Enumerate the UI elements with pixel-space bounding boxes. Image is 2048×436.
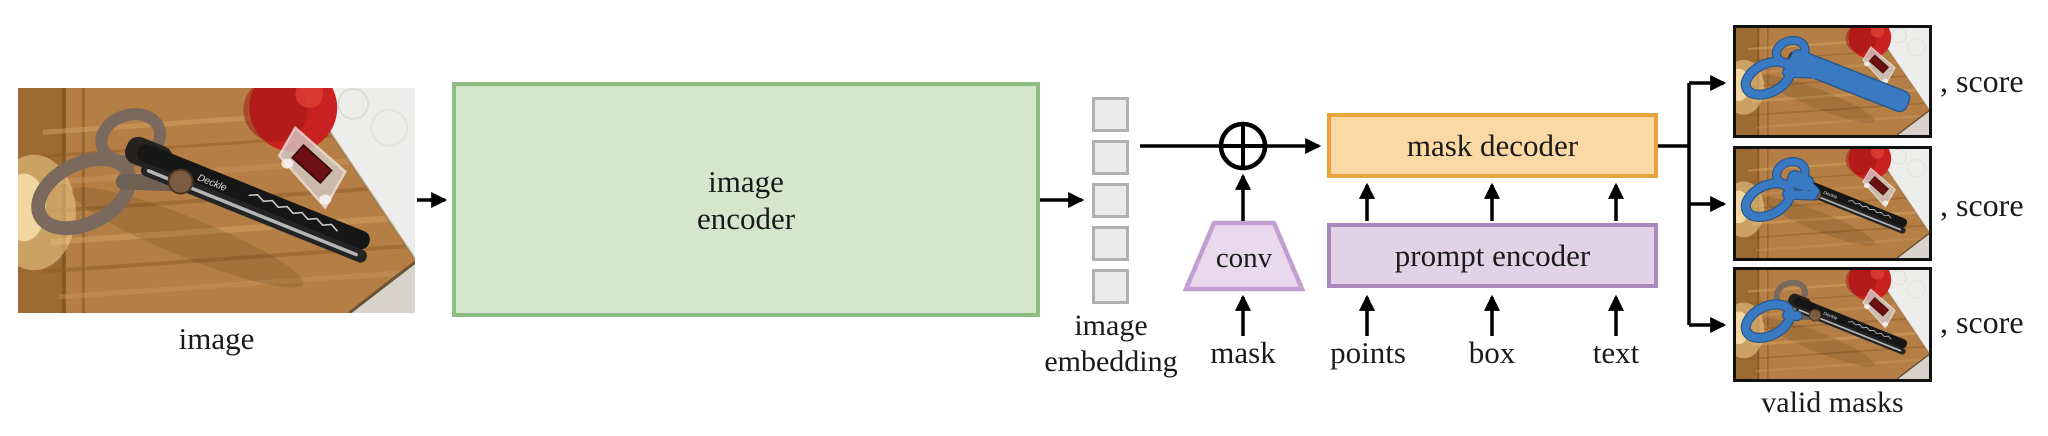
prompt-encoder-box: prompt encoder: [1327, 223, 1658, 288]
mask-decoder-label: mask decoder: [1406, 128, 1579, 163]
prompt-text-label: text: [1592, 335, 1640, 370]
image-encoder-label-line2: encoder: [696, 200, 796, 236]
valid-masks-caption: valid masks: [1761, 386, 1904, 419]
image-embedding-tokens: [1092, 97, 1129, 304]
image-encoder-box: image encoder: [452, 82, 1040, 317]
valid-mask-thumb-1: Deckle: [1733, 25, 1932, 138]
conv-label: conv: [1215, 241, 1273, 274]
mask-score-label-3: , score: [1940, 304, 2024, 340]
line-decoder-output-branch: [1658, 83, 1691, 325]
prompt-points-label: points: [1330, 335, 1406, 370]
svg-text:Deckle: Deckle: [1822, 311, 1838, 322]
elementwise-sum-icon: [1218, 121, 1268, 171]
valid-mask-thumb-3: Deckle: [1733, 267, 1932, 382]
conv-trapezoid-shape: [1182, 220, 1306, 292]
input-image-label: image: [178, 321, 255, 356]
mask-score-label-1: , score: [1940, 63, 2024, 99]
valid-mask-thumb-2: Deckle: [1733, 146, 1932, 261]
mask-score-label-2: , score: [1940, 187, 2024, 223]
embedding-token: [1092, 183, 1129, 218]
image-embedding-label: image embedding: [1044, 309, 1178, 378]
conv-trapezoid: conv: [1180, 220, 1308, 292]
input-image-photo: Deckle: [18, 88, 415, 313]
embedding-token: [1092, 97, 1129, 132]
embedding-token: [1092, 226, 1129, 261]
image-encoder-label-line1: image: [708, 163, 784, 199]
embedding-token: [1092, 140, 1129, 175]
mask-input-label: mask: [1210, 335, 1276, 370]
embedding-token: [1092, 269, 1129, 304]
prompt-encoder-label: prompt encoder: [1394, 238, 1591, 273]
prompt-box-label: box: [1468, 335, 1516, 370]
mask-decoder-box: mask decoder: [1327, 113, 1658, 178]
svg-text:Deckle: Deckle: [1822, 190, 1838, 201]
